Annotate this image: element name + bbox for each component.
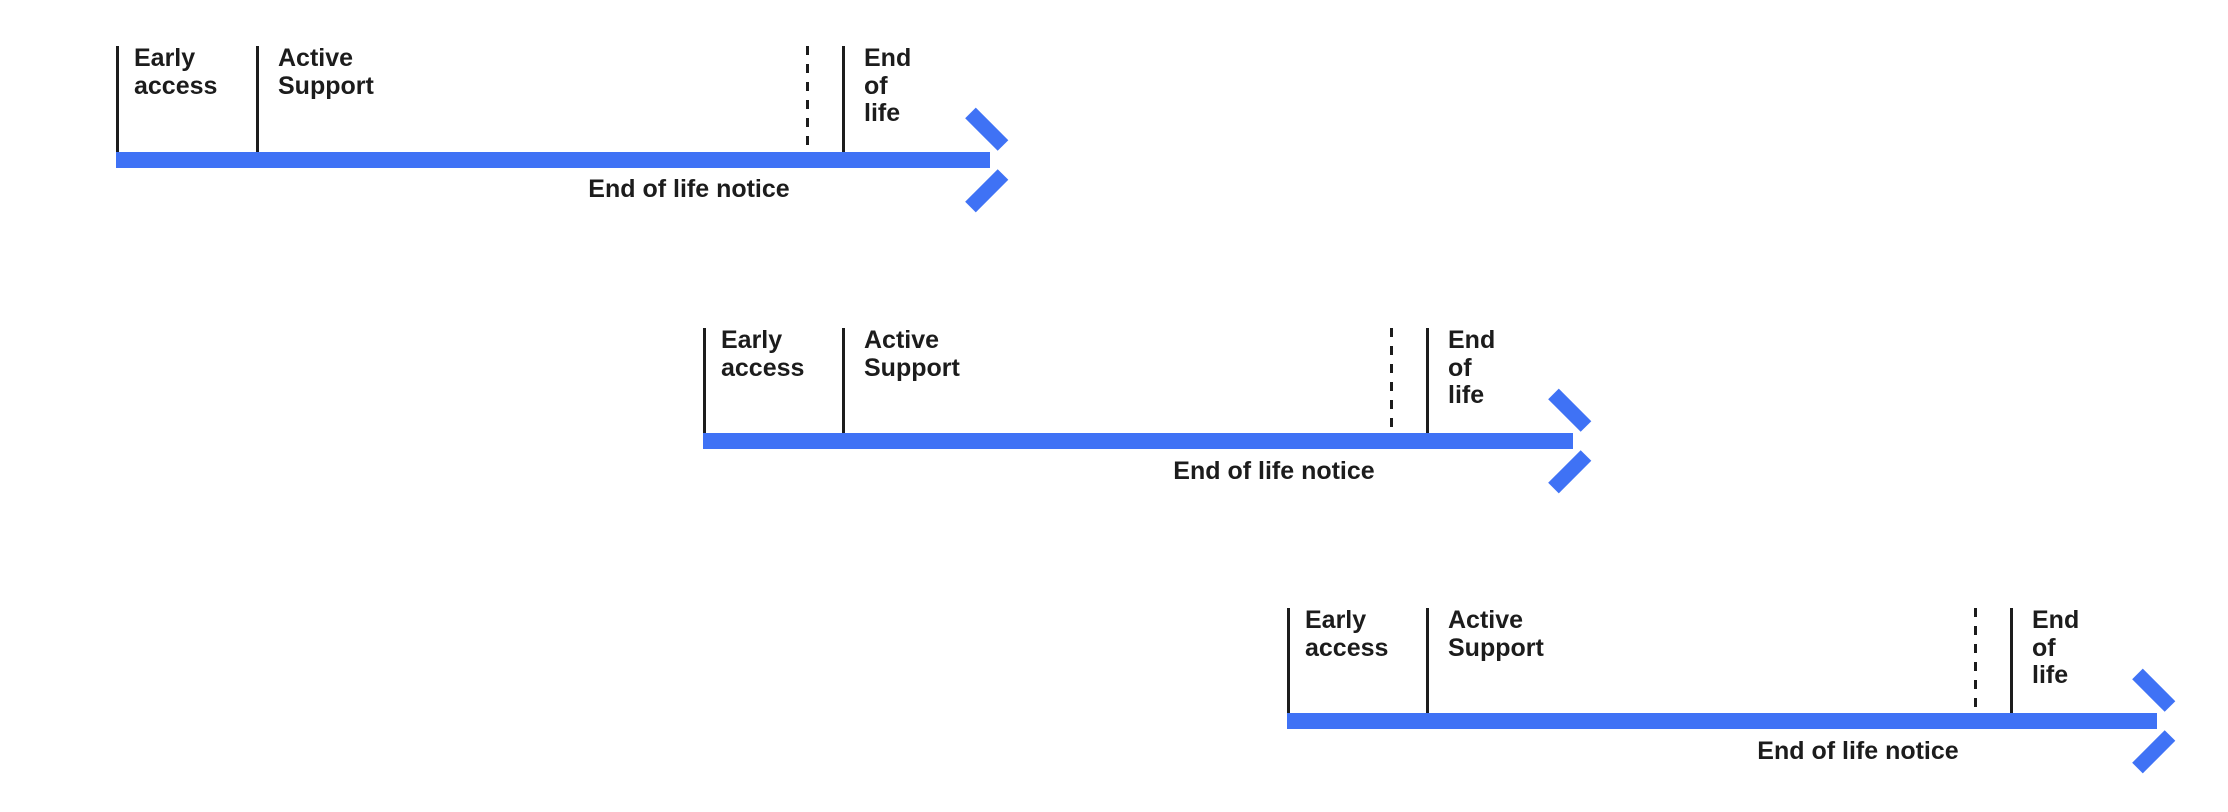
- timeline-arrow-shaft-v1: [116, 152, 990, 168]
- phase-divider-start-v1: [116, 46, 119, 152]
- timeline-arrow-head-v1: [955, 107, 1015, 213]
- notice-label-v1: End of life notice: [588, 175, 790, 203]
- phase-divider-start-v3: [1287, 608, 1290, 713]
- phase-label-early-access-v2: Early access: [721, 326, 805, 382]
- phase-label-end-of-life-v3: End of life: [2032, 606, 2080, 689]
- phase-divider-end-of-life-v1: [842, 46, 845, 152]
- phase-divider-end-of-life-v3: [2010, 608, 2013, 713]
- phase-label-end-of-life-v1: End of life: [864, 44, 912, 127]
- timeline-arrow-head-v2: [1538, 388, 1598, 494]
- phase-divider-active-support-v1: [256, 46, 259, 152]
- notice-label-v2: End of life notice: [1173, 457, 1375, 485]
- end-of-life-notice-marker-v1: [806, 46, 809, 152]
- phase-label-early-access-v3: Early access: [1305, 606, 1389, 662]
- notice-label-v3: End of life notice: [1757, 737, 1959, 765]
- phase-label-active-support-v2: Active Support: [864, 326, 960, 382]
- phase-divider-end-of-life-v2: [1426, 328, 1429, 433]
- phase-label-active-support-v1: Active Support: [278, 44, 374, 100]
- timeline-arrow-head-v3: [2122, 668, 2182, 774]
- phase-divider-active-support-v2: [842, 328, 845, 433]
- phase-divider-active-support-v3: [1426, 608, 1429, 713]
- phase-label-active-support-v3: Active Support: [1448, 606, 1544, 662]
- phase-label-end-of-life-v2: End of life: [1448, 326, 1496, 409]
- phase-divider-start-v2: [703, 328, 706, 433]
- end-of-life-notice-marker-v3: [1974, 608, 1977, 713]
- end-of-life-notice-marker-v2: [1390, 328, 1393, 433]
- phase-label-early-access-v1: Early access: [134, 44, 218, 100]
- timeline-arrow-shaft-v2: [703, 433, 1573, 449]
- timeline-arrow-shaft-v3: [1287, 713, 2157, 729]
